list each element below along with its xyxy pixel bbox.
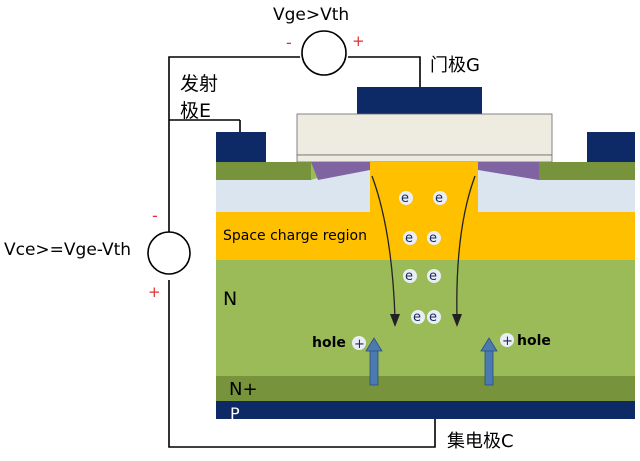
- electron-circle: [433, 191, 447, 205]
- emitter-contact-right: [587, 132, 635, 162]
- space-charge-label: Space charge region: [223, 228, 367, 244]
- electron-circle: [427, 231, 441, 245]
- collector-label: 集电极C: [447, 431, 514, 452]
- hole-sign-left: +: [354, 337, 365, 352]
- gate-wire-right: [348, 56, 421, 87]
- vge-plus: +: [352, 32, 365, 50]
- electron-flow: [371, 175, 476, 319]
- n-emitter-right: [539, 162, 635, 180]
- electron-path-right: [456, 175, 476, 319]
- gate-oxide-thin: [296, 154, 553, 163]
- hole-arrow-left: [365, 337, 383, 386]
- inversion-channel-left: [311, 162, 370, 180]
- electron: e: [413, 310, 421, 325]
- inversion-channel-right: [478, 162, 539, 180]
- vge-label: Vge>Vth: [273, 5, 349, 25]
- n-emitter-left: [216, 162, 311, 180]
- arrowhead-left: [390, 314, 400, 327]
- electron: e: [429, 310, 437, 325]
- arrowhead-right: [452, 314, 462, 327]
- gate-label: 门极G: [430, 55, 480, 76]
- emitter-label-1: 发射: [180, 73, 218, 95]
- hole-label-right: hole: [517, 333, 551, 349]
- emitter-contact-left: [216, 132, 266, 162]
- electron: e: [401, 191, 409, 206]
- hole-arrow-right: [480, 337, 498, 386]
- gate-oxide: [296, 113, 553, 156]
- electron: e: [429, 231, 437, 246]
- electron-circle: [403, 231, 417, 245]
- electron-circle: [427, 269, 441, 283]
- vce-minus: -: [152, 206, 158, 225]
- p-substrate: [216, 401, 635, 419]
- electron-path-left: [371, 175, 396, 319]
- hole-sign-right: +: [502, 334, 513, 349]
- electron-circle: [427, 310, 441, 324]
- electrons: e e e e e e e e: [399, 191, 447, 325]
- vce-label: Vce>=Vge-Vth: [4, 240, 131, 260]
- hole-circle-right: [500, 333, 514, 347]
- emitter-label-2: 极E: [180, 100, 211, 122]
- electron-circle: [411, 310, 425, 324]
- collector-wire: [168, 280, 436, 448]
- gate-metal: [357, 87, 482, 114]
- hole-label-left: hole: [312, 335, 346, 351]
- n-plus-layer: [216, 376, 635, 401]
- electron-circle: [399, 191, 413, 205]
- electron: e: [405, 231, 413, 246]
- channel-region: [370, 162, 478, 212]
- vce-plus: +: [148, 283, 161, 301]
- electron-circle: [403, 269, 417, 283]
- space-charge-region: [216, 212, 635, 260]
- vce-source: [147, 231, 191, 275]
- nplus-layer-label: N+: [229, 379, 258, 400]
- electron: e: [429, 269, 437, 284]
- vge-minus: -: [286, 33, 292, 52]
- hole-circle-left: [352, 336, 366, 350]
- vge-source: [301, 30, 347, 76]
- electron: e: [435, 191, 443, 206]
- circuit-wires: [168, 56, 436, 448]
- electron: e: [405, 269, 413, 284]
- gate-wire: [168, 56, 300, 255]
- n-layer-label: N: [223, 288, 237, 310]
- p-layer-label: P: [230, 404, 240, 423]
